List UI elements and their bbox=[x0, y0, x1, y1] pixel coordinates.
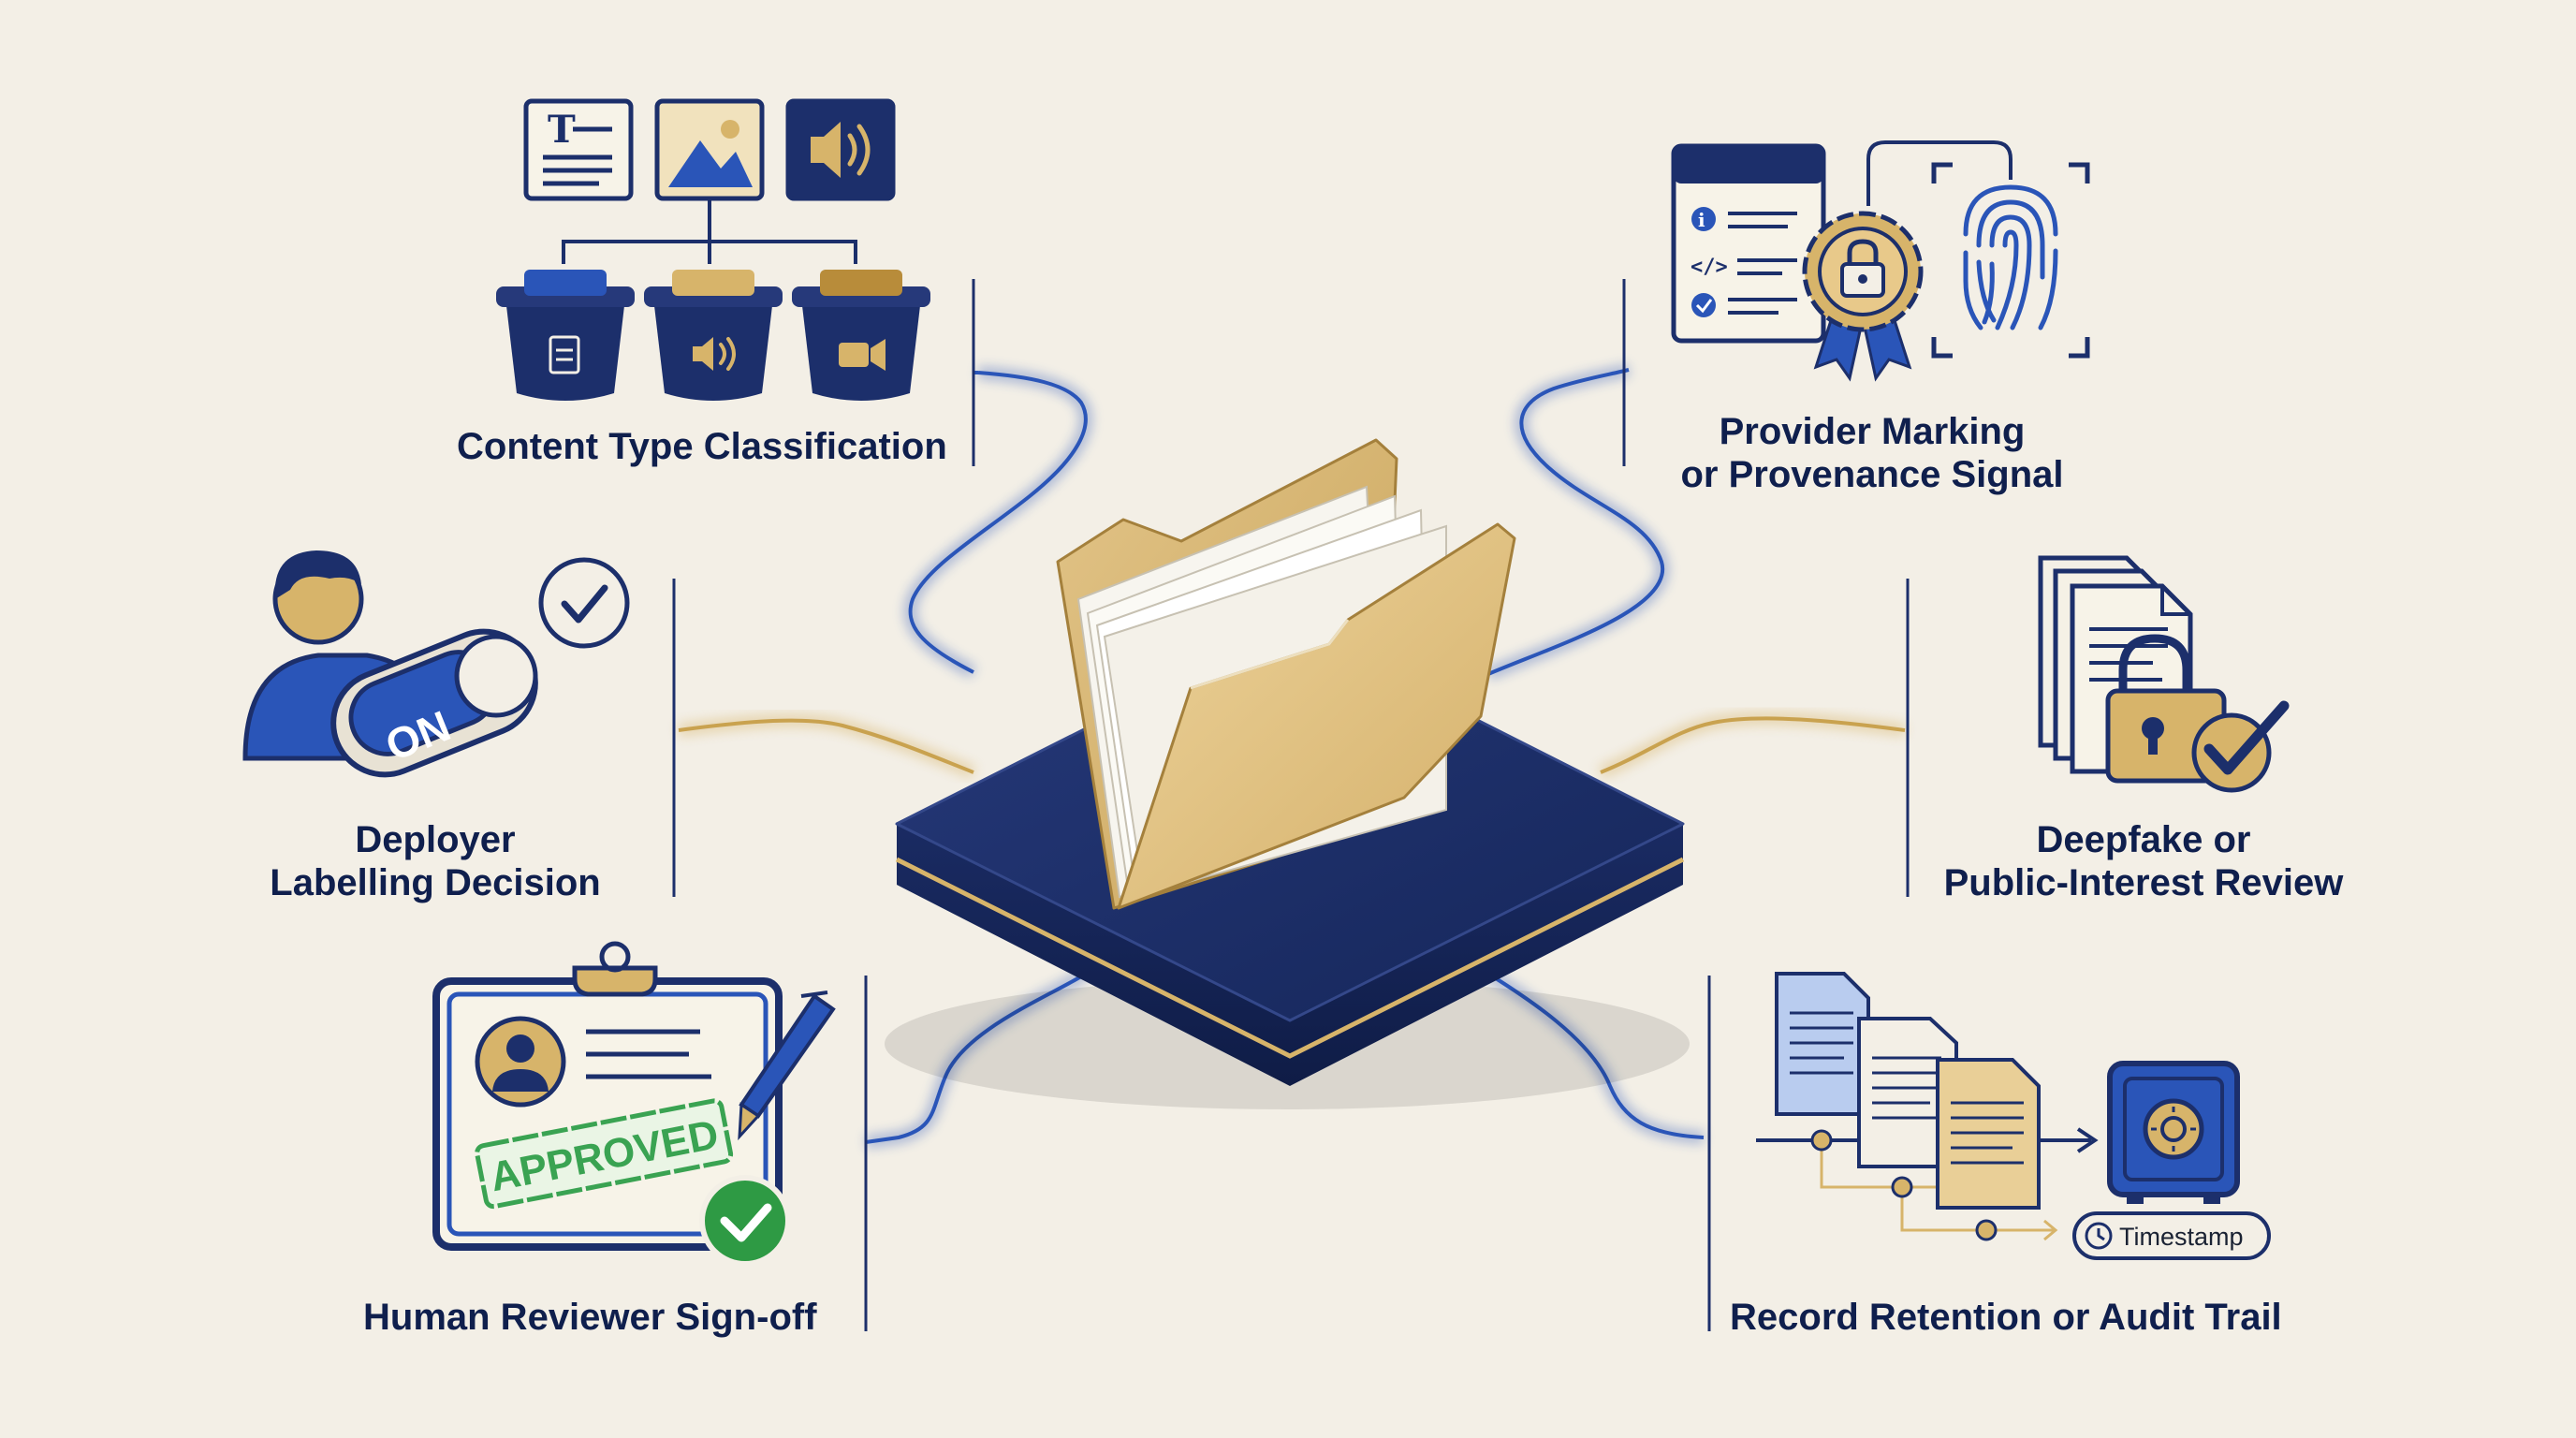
seal-lock-icon bbox=[1802, 211, 1924, 382]
fingerprint-icon bbox=[1931, 162, 2090, 359]
info-document-icon: i </> bbox=[1671, 143, 1826, 344]
label-deepfake-review: Deepfake or Public-Interest Review bbox=[1943, 819, 2344, 903]
audio-icon bbox=[785, 98, 896, 201]
record-document-icon bbox=[1775, 972, 1870, 1116]
label-deployer-labelling-decision: Deployer Labelling Decision bbox=[270, 819, 601, 903]
clock-icon bbox=[2085, 1222, 2113, 1250]
document-bucket-icon bbox=[496, 270, 635, 401]
deepfake-icons bbox=[2038, 555, 2290, 793]
check-badge-icon bbox=[2191, 700, 2290, 793]
content-type-icons: T bbox=[496, 98, 930, 401]
connectors bbox=[678, 363, 1906, 1149]
vault-safe-icon bbox=[2107, 1061, 2240, 1204]
audio-bucket-icon bbox=[644, 270, 783, 401]
connector-record bbox=[1485, 968, 1705, 1144]
svg-text:</>: </> bbox=[1690, 256, 1728, 279]
connector-human bbox=[865, 968, 1090, 1149]
record-document-icon bbox=[1936, 1058, 2041, 1210]
label-content-type-classification: Content Type Classification bbox=[457, 426, 947, 467]
video-bucket-icon bbox=[792, 270, 930, 401]
label-human-reviewer-sign-off: Human Reviewer Sign-off bbox=[363, 1297, 817, 1338]
text-card-letter: T bbox=[548, 108, 576, 152]
connector-provider bbox=[1486, 363, 1670, 681]
connector-deployer bbox=[678, 713, 976, 779]
record-document-icon bbox=[1857, 1017, 1958, 1168]
image-icon bbox=[654, 98, 765, 201]
timestamp-badge: Timestamp bbox=[2072, 1211, 2271, 1260]
connector-content-type bbox=[903, 366, 1092, 679]
timestamp-label: Timestamp bbox=[2119, 1223, 2244, 1251]
provider-marking-icons: i </> bbox=[1671, 140, 2090, 382]
pen-icon bbox=[738, 990, 836, 1141]
central-folder-hub bbox=[885, 438, 1690, 1109]
deployer-icons: ON bbox=[242, 550, 630, 778]
svg-text:i: i bbox=[1698, 209, 1705, 231]
label-record-retention: Record Retention or Audit Trail bbox=[1730, 1297, 2282, 1338]
approved-check-icon bbox=[699, 1175, 791, 1267]
checkmark-circle-icon bbox=[538, 557, 630, 649]
separators bbox=[672, 279, 1910, 1331]
text-document-icon: T bbox=[523, 98, 634, 201]
record-retention-icons: Timestamp bbox=[1756, 972, 2271, 1260]
human-reviewer-icons: APPROVED bbox=[432, 941, 836, 1267]
toggle-switch-icon: ON bbox=[330, 628, 538, 778]
label-provider-marking: Provider Marking or Provenance Signal bbox=[1680, 411, 2064, 495]
connector-deepfake bbox=[1598, 712, 1906, 779]
